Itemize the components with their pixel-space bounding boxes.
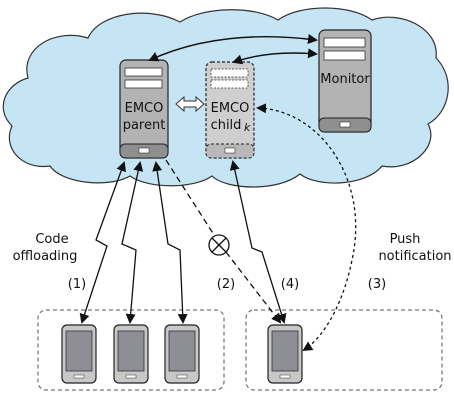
parent-monitor-arrow [148,34,318,62]
monitor-server: Monitor [318,29,372,133]
step-3-label: (3) [368,277,386,292]
child-monitor-arrow [232,48,318,65]
child-label-line1: EMCO [211,101,250,116]
mobile-device-2 [113,324,149,384]
child-label-line2: child [211,118,242,133]
push-notification-link [256,103,357,352]
circled-cross-icon [208,234,230,256]
wireless-link-1 [79,161,126,324]
push-notification-label-line2: notification [378,249,451,264]
wireless-link-2 [121,161,144,324]
double-headed-hollow-arrow-icon [175,95,205,113]
mobile-device-4 [267,324,303,384]
parent-label-line2: parent [123,118,166,133]
emco-parent-server: EMCO parent [119,59,169,159]
monitor-label: Monitor [320,72,370,87]
step-4-label: (4) [281,277,299,292]
push-notification-label-line1: Push [390,232,421,247]
mobile-device-3 [164,324,200,384]
device-group-right [245,309,443,391]
mobile-device-1 [61,324,97,384]
step-1-label: (1) [68,277,86,292]
step-2-label: (2) [217,277,235,292]
code-offloading-label-line1: Code [35,232,68,247]
child-subscript: k [244,121,251,134]
emco-child-server: EMCO child k [205,61,255,159]
wireless-link-3 [152,161,188,324]
code-offloading-label-line2: offloading [13,249,78,264]
parent-label-line1: EMCO [125,101,164,116]
